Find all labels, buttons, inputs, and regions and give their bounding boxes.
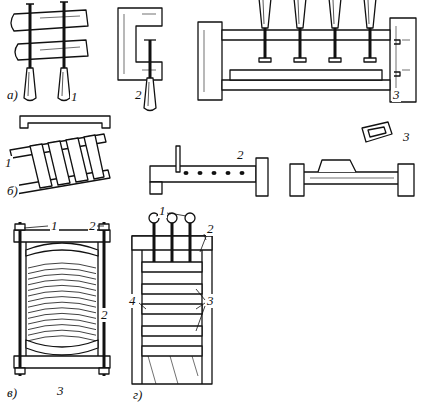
- callout-number: 3: [206, 294, 215, 308]
- callout-number: 3: [56, 384, 65, 398]
- callout-number: 1: [158, 204, 167, 218]
- laminate-strip: [28, 280, 96, 285]
- callout-number: 2: [236, 148, 245, 162]
- callout-number: а): [6, 88, 19, 102]
- laminate-strip: [28, 269, 96, 274]
- wedge-bar-clamp: [290, 122, 414, 196]
- callout-number: 1: [50, 219, 59, 233]
- callout-number: 2: [100, 308, 109, 322]
- laminate-strip: [28, 291, 96, 296]
- laminate-strip: [28, 263, 96, 268]
- laminate-strip: [28, 308, 96, 313]
- pin-bar-clamp: [150, 146, 268, 196]
- laminate-strip: [28, 285, 96, 290]
- laminate-strip: [28, 313, 96, 318]
- callout-number: 2: [206, 222, 215, 236]
- callout-number: б): [6, 184, 19, 198]
- laminate-strip: [28, 319, 96, 324]
- laminate-strip: [28, 330, 96, 335]
- hand-screw-clamp: [11, 2, 88, 101]
- callout-number: 2: [88, 219, 97, 233]
- callout-number: 1: [70, 90, 79, 104]
- laminate-strip: [28, 325, 96, 330]
- callout-number: 1: [4, 156, 13, 170]
- callout-number: в): [6, 386, 18, 400]
- screw-frame-press: [24, 213, 212, 384]
- slat-clamp: [10, 116, 110, 194]
- callout-number: 4: [128, 294, 137, 308]
- callout-number: 3: [402, 130, 411, 144]
- laminate-strip: [28, 336, 96, 341]
- laminate-strip: [28, 297, 96, 302]
- frame-clamp: [198, 0, 416, 102]
- callout-number: 3: [392, 88, 401, 102]
- bending-press: [14, 222, 110, 376]
- c-clamp: [118, 8, 162, 111]
- laminate-strip: [28, 274, 96, 279]
- callout-number: г): [132, 388, 143, 402]
- callout-number: 2: [134, 88, 143, 102]
- laminate-strip: [28, 302, 96, 307]
